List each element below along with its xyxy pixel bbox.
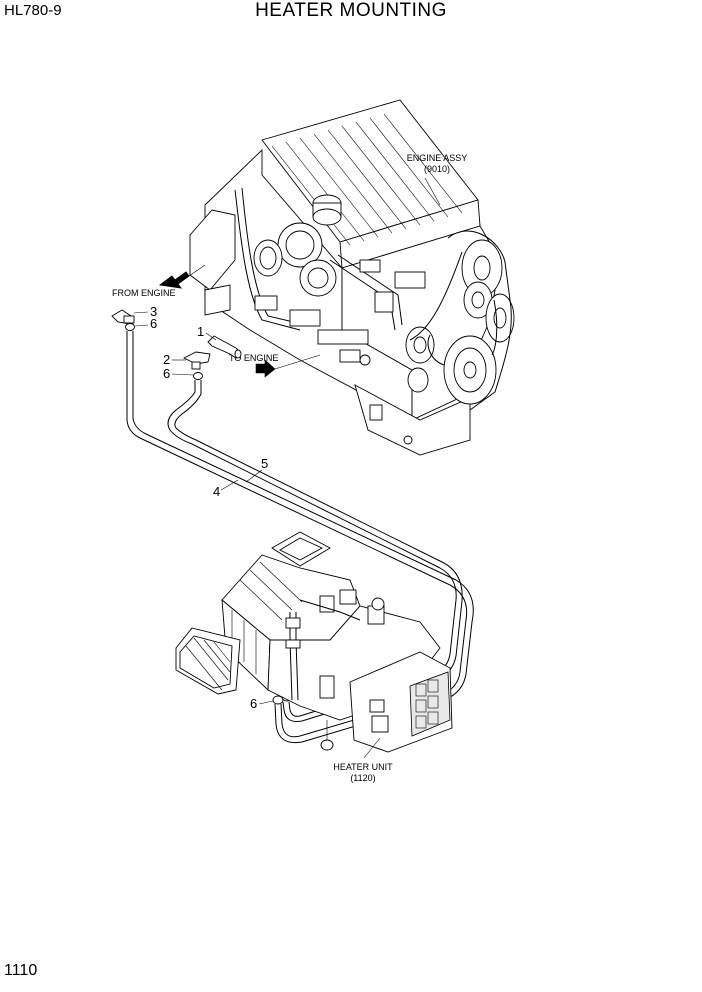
page-number: 1110 (4, 962, 38, 979)
callout-5: 5 (261, 456, 268, 471)
to-engine-label: TO ENGINE (229, 353, 278, 363)
hose-5 (167, 380, 463, 722)
clamp-6-a (125, 323, 135, 331)
callout-3: 3 (150, 304, 157, 319)
page-title: HEATER MOUNTING (255, 0, 447, 21)
to-engine-arrow (255, 354, 321, 378)
callout-6-middle: 6 (163, 366, 170, 381)
hose-4 (126, 331, 474, 744)
callout-1: 1 (197, 324, 204, 339)
engine-assembly (189, 99, 515, 456)
model-code: HL780-9 (4, 2, 62, 19)
heater-unit (175, 531, 453, 759)
callout-6-bottom: 6 (250, 696, 257, 711)
clamp-6-b (193, 372, 203, 380)
heater-unit-code: (1120) (350, 773, 375, 783)
callout-6-top: 6 (150, 316, 157, 331)
callouts: 1 2 3 6 6 5 4 6 (133, 304, 274, 711)
fitting-3 (111, 309, 135, 325)
callout-4: 4 (213, 484, 220, 499)
fitting-2 (182, 351, 211, 370)
engine-assy-label: ENGINE ASSY (407, 153, 468, 163)
from-engine-label: FROM ENGINE (112, 288, 176, 298)
from-engine-arrow (158, 264, 206, 289)
heater-unit-label: HEATER UNIT (333, 762, 393, 772)
elbow-1 (207, 335, 242, 359)
engine-assy-code: (9010) (424, 164, 450, 174)
callout-2: 2 (163, 352, 170, 367)
